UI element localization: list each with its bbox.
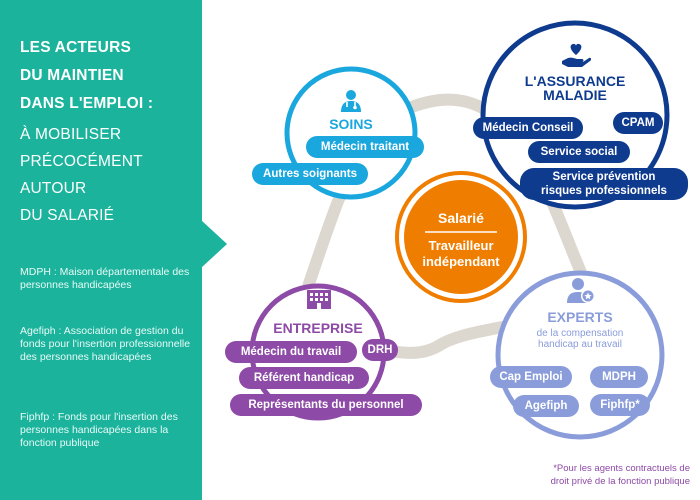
pill-autres-soignants: Autres soignants bbox=[252, 163, 368, 185]
hand-heart-icon bbox=[562, 43, 592, 67]
panel-subtitle-line: PRÉCOCÉMENT bbox=[20, 153, 143, 170]
panel-title: LES ACTEURS DU MAINTIEN DANS L'EMPLOI : bbox=[20, 34, 153, 118]
prevention-line: Service prévention bbox=[552, 171, 656, 183]
center-subtitle-line: indépendant bbox=[422, 254, 500, 269]
experts-subtitle-line: de la compensation bbox=[536, 328, 624, 339]
footnote-line: *Pour les agents contractuels de bbox=[553, 463, 690, 474]
experts-subtitle: de la compensation handicap au travail bbox=[520, 328, 640, 350]
panel-title-line: DANS L'EMPLOI : bbox=[20, 95, 154, 112]
definition-mdph: MDPH : Maison départementale des personn… bbox=[20, 266, 190, 291]
pill-mdph: MDPH bbox=[590, 366, 648, 388]
center-circle bbox=[404, 180, 518, 294]
left-panel: LES ACTEURS DU MAINTIEN DANS L'EMPLOI : … bbox=[0, 0, 202, 500]
footnote: *Pour les agents contractuels de droit p… bbox=[551, 462, 690, 488]
center-title: Salarié bbox=[438, 210, 484, 226]
panel-subtitle: À MOBILISER PRÉCOCÉMENT AUTOUR DU SALARI… bbox=[20, 121, 143, 229]
definition-fiphfp: Fiphfp : Fonds pour l'insertion des pers… bbox=[20, 411, 178, 449]
doctor-icon bbox=[341, 90, 361, 112]
pill-agefiph: Agefiph bbox=[513, 395, 579, 417]
panel-title-line: DU MAINTIEN bbox=[20, 67, 124, 84]
panel-subtitle-line: AUTOUR bbox=[20, 180, 87, 197]
panel-subtitle-line: À MOBILISER bbox=[20, 126, 122, 143]
definition-agefiph: Agefiph : Association de gestion du fond… bbox=[20, 325, 191, 363]
pill-medecin-du-travail: Médecin du travail bbox=[225, 341, 357, 363]
center-subtitle: Travailleur indépendant bbox=[411, 238, 511, 270]
prevention-line: risques professionnels bbox=[541, 185, 667, 197]
assurance-title: L'ASSURANCE MALADIE bbox=[505, 74, 645, 102]
center-subtitle-line: Travailleur bbox=[428, 238, 494, 253]
pill-cap-emploi: Cap Emploi bbox=[490, 366, 572, 388]
building-icon bbox=[307, 290, 331, 309]
pill-medecin-traitant: Médecin traitant bbox=[306, 136, 424, 158]
experts-title: EXPERTS bbox=[547, 309, 613, 325]
assurance-title-line: MALADIE bbox=[543, 87, 607, 103]
pill-medecin-conseil: Médecin Conseil bbox=[473, 117, 583, 139]
panel-title-line: LES ACTEURS bbox=[20, 39, 131, 56]
soins-title: SOINS bbox=[329, 116, 373, 132]
panel-subtitle-line: DU SALARIÉ bbox=[20, 207, 115, 224]
assurance-title-line: L'ASSURANCE bbox=[524, 73, 626, 89]
pill-fiphfp: Fiphfp* bbox=[590, 394, 650, 416]
panel-arrow bbox=[201, 220, 227, 268]
pill-representants: Représentants du personnel bbox=[230, 394, 422, 416]
pill-drh: DRH bbox=[362, 339, 398, 361]
entreprise-title: ENTREPRISE bbox=[273, 320, 363, 336]
person-star-icon bbox=[567, 278, 595, 303]
pill-service-prevention: Service prévention risques professionnel… bbox=[520, 168, 688, 200]
footnote-line: droit privé de la fonction publique bbox=[550, 476, 690, 487]
pill-referent-handicap: Référent handicap bbox=[239, 367, 369, 389]
experts-subtitle-line: handicap au travail bbox=[538, 339, 622, 350]
pill-service-social: Service social bbox=[528, 141, 630, 163]
pill-cpam: CPAM bbox=[613, 112, 663, 134]
